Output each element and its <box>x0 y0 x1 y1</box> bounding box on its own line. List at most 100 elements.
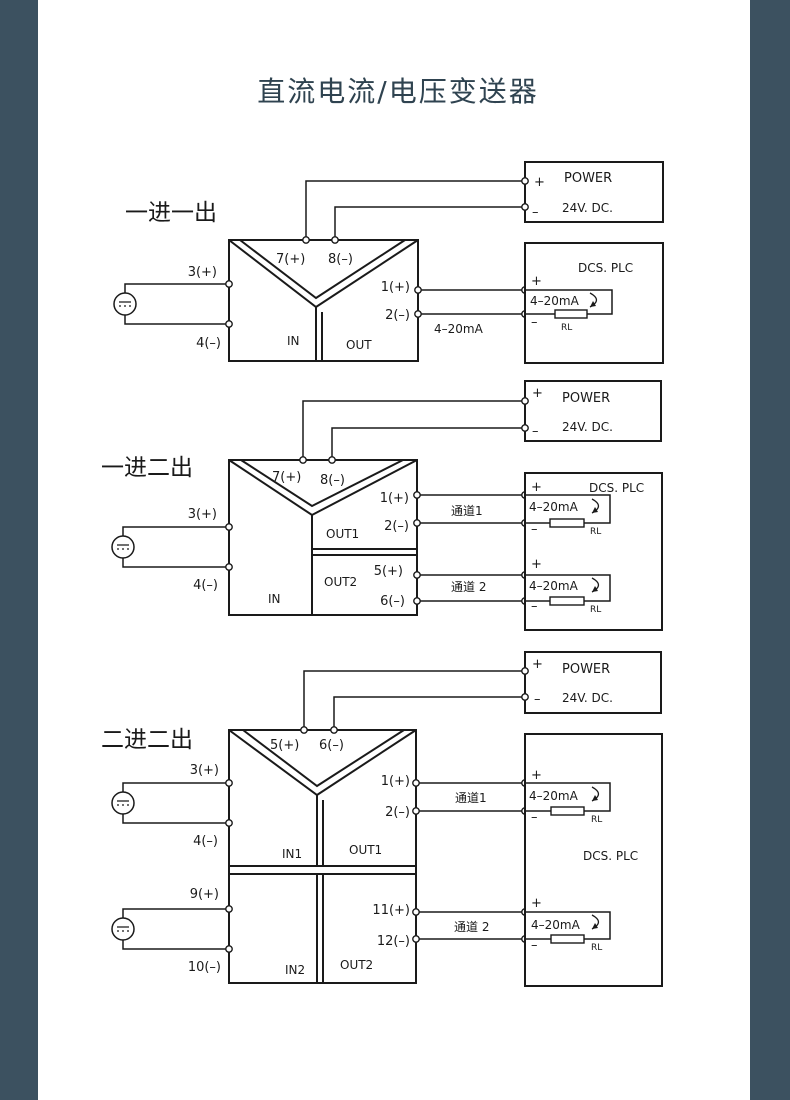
input-terminal-plus <box>225 523 233 531</box>
dcs-plc-label: DCS. PLC <box>583 849 638 863</box>
current-loop <box>525 782 611 812</box>
plc-plus-sign: + <box>531 768 542 783</box>
power-terminal-plus <box>521 177 529 185</box>
output-wire <box>416 911 525 940</box>
channel-label: 通道1 <box>455 791 487 805</box>
input-wire <box>122 908 229 950</box>
output-wire <box>417 574 525 602</box>
plc-plus-sign: + <box>531 557 542 572</box>
supply-terminal-label: 8(–) <box>328 252 353 267</box>
supply-wire-minus <box>334 206 525 240</box>
module-divider-inner <box>239 239 406 361</box>
loop-label: 4–20mA <box>529 500 579 514</box>
input-label: IN <box>287 334 300 348</box>
supply-terminal-minus <box>330 726 338 734</box>
supply-terminal-plus <box>302 236 310 244</box>
power-voltage: 24V. DC. <box>562 201 613 215</box>
loop-label: 4–20mA <box>529 579 579 593</box>
load-resistor-icon <box>549 518 585 528</box>
input-terminal-label: 4(–) <box>193 834 218 849</box>
supply-terminal-label: 7(+) <box>276 252 305 267</box>
input-terminal-label: 10(–) <box>188 960 221 975</box>
output-terminal-minus <box>412 935 420 943</box>
input-terminal-label: 4(–) <box>196 336 221 351</box>
loop-label: 4–20mA <box>529 789 579 803</box>
sensor-icon-symbol <box>119 301 131 307</box>
output-label: OUT1 <box>326 527 359 541</box>
rl-label: RL <box>590 605 601 615</box>
input-terminal-minus <box>225 819 233 827</box>
power-minus-sign: – <box>532 424 539 439</box>
channel-label: 通道 2 <box>454 920 489 934</box>
power-voltage: 24V. DC. <box>562 691 613 705</box>
input-terminal-label: 4(–) <box>193 578 218 593</box>
output-wire <box>417 494 525 524</box>
channel-label: 通道1 <box>451 504 483 518</box>
loop-label: 4–20mA <box>531 918 581 932</box>
supply-terminal-plus <box>300 726 308 734</box>
output-label: OUT2 <box>324 575 357 589</box>
input-wire <box>122 782 229 824</box>
power-terminal-plus <box>521 397 529 405</box>
transmitter-module <box>228 459 418 616</box>
output-terminal-minus <box>413 519 421 527</box>
channel-label: 通道 2 <box>451 580 486 594</box>
rl-label: RL <box>561 323 572 333</box>
input-label: IN2 <box>285 963 305 977</box>
plc-minus-sign: – <box>531 810 538 825</box>
power-supply-box <box>524 161 664 223</box>
supply-wire-plus <box>305 180 525 240</box>
output-label: OUT2 <box>340 958 373 972</box>
output-terminal-label: 12(–) <box>377 934 410 949</box>
supply-wire-plus <box>303 670 525 730</box>
power-plus-sign: + <box>534 175 545 190</box>
diagram-heading: 二进二出 <box>101 727 193 753</box>
input-terminal-plus <box>225 779 233 787</box>
input-terminal-minus <box>225 320 233 328</box>
output-terminal-plus <box>414 286 422 294</box>
power-terminal-minus <box>521 693 529 701</box>
sensor-icon-symbol <box>117 926 129 932</box>
power-plus-sign: + <box>532 657 543 672</box>
current-loop <box>525 911 611 940</box>
supply-terminal-label: 6(–) <box>319 738 344 753</box>
plc-plus-sign: + <box>531 274 542 289</box>
plc-plus-sign: + <box>531 896 542 911</box>
sensor-icon <box>111 535 135 559</box>
power-terminal-plus <box>521 667 529 675</box>
sensor-icon <box>113 292 137 316</box>
supply-terminal-label: 7(+) <box>272 470 301 485</box>
output-wire <box>418 289 525 315</box>
output-line-label: 4–20mA <box>434 322 484 336</box>
load-resistor-icon <box>549 596 585 606</box>
output-terminal-label: 5(+) <box>374 564 403 579</box>
input-terminal-plus <box>225 280 233 288</box>
module-divider-inner <box>242 729 405 983</box>
load-resistor-icon <box>550 806 585 816</box>
diagram-heading: 一进二出 <box>101 455 193 481</box>
output-terminal-minus <box>414 310 422 318</box>
plc-minus-sign: – <box>531 522 538 537</box>
dcs-plc-label: DCS. PLC <box>578 261 633 275</box>
supply-terminal-minus <box>328 456 336 464</box>
output-terminal-label: 1(+) <box>381 774 410 789</box>
input-label: IN <box>268 592 281 606</box>
output-terminal-plus <box>413 571 421 579</box>
power-label: POWER <box>564 171 612 186</box>
current-loop <box>525 574 611 602</box>
load-resistor-icon <box>550 934 585 944</box>
current-loop <box>525 289 613 315</box>
sensor-icon-symbol <box>117 800 129 806</box>
output-terminal-label: 6(–) <box>380 594 405 609</box>
power-minus-sign: – <box>534 692 541 707</box>
page-title: 直流电流/电压变送器 <box>257 75 538 108</box>
output-wire <box>416 782 525 812</box>
power-terminal-minus <box>521 203 529 211</box>
input-terminal-minus <box>225 563 233 571</box>
rl-label: RL <box>590 527 601 537</box>
input-wire <box>124 283 229 325</box>
loop-label: 4–20mA <box>530 294 580 308</box>
module-divider-inner <box>240 459 404 508</box>
input-terminal-plus <box>225 905 233 913</box>
power-terminal-minus <box>521 424 529 432</box>
